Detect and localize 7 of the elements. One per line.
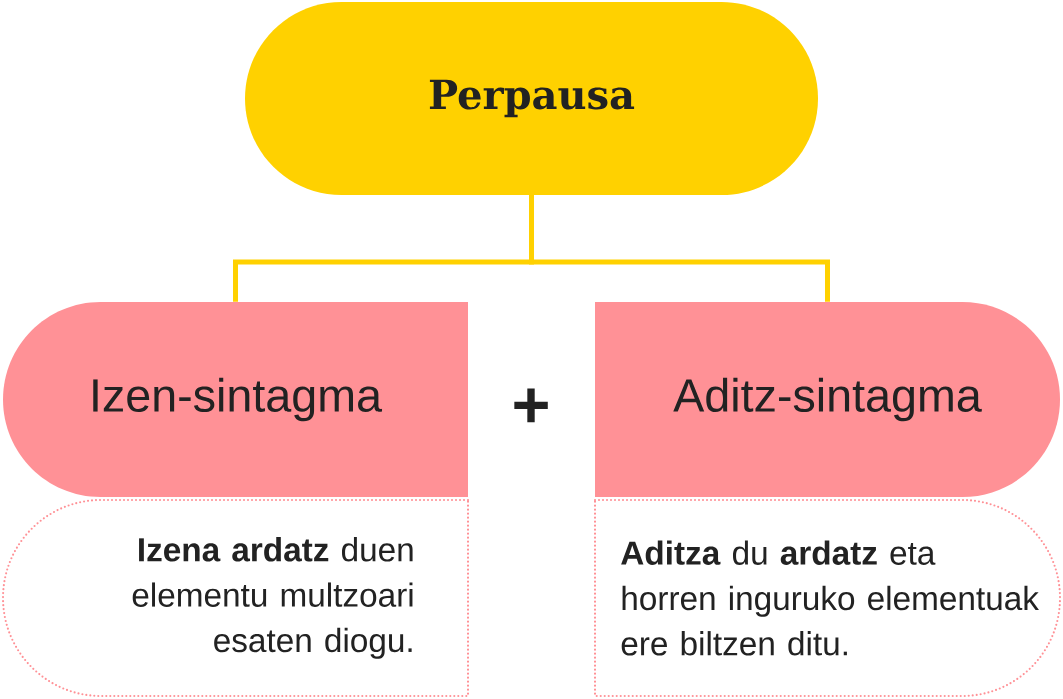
phrase-box: Izen-sintagma	[3, 302, 468, 497]
plus-sign: +	[514, 388, 548, 423]
phrase-box: Aditz-sintagma	[595, 302, 1060, 497]
description-box: Aditza du ardatz eta horren inguruko elementuak ere biltzen ditu.	[593, 498, 1062, 698]
title-pill: Perpausa	[245, 2, 818, 195]
description-box: Izena ardatz duen elementu multzoari esaten diogu.	[1, 498, 470, 698]
connector-line	[529, 195, 830, 302]
